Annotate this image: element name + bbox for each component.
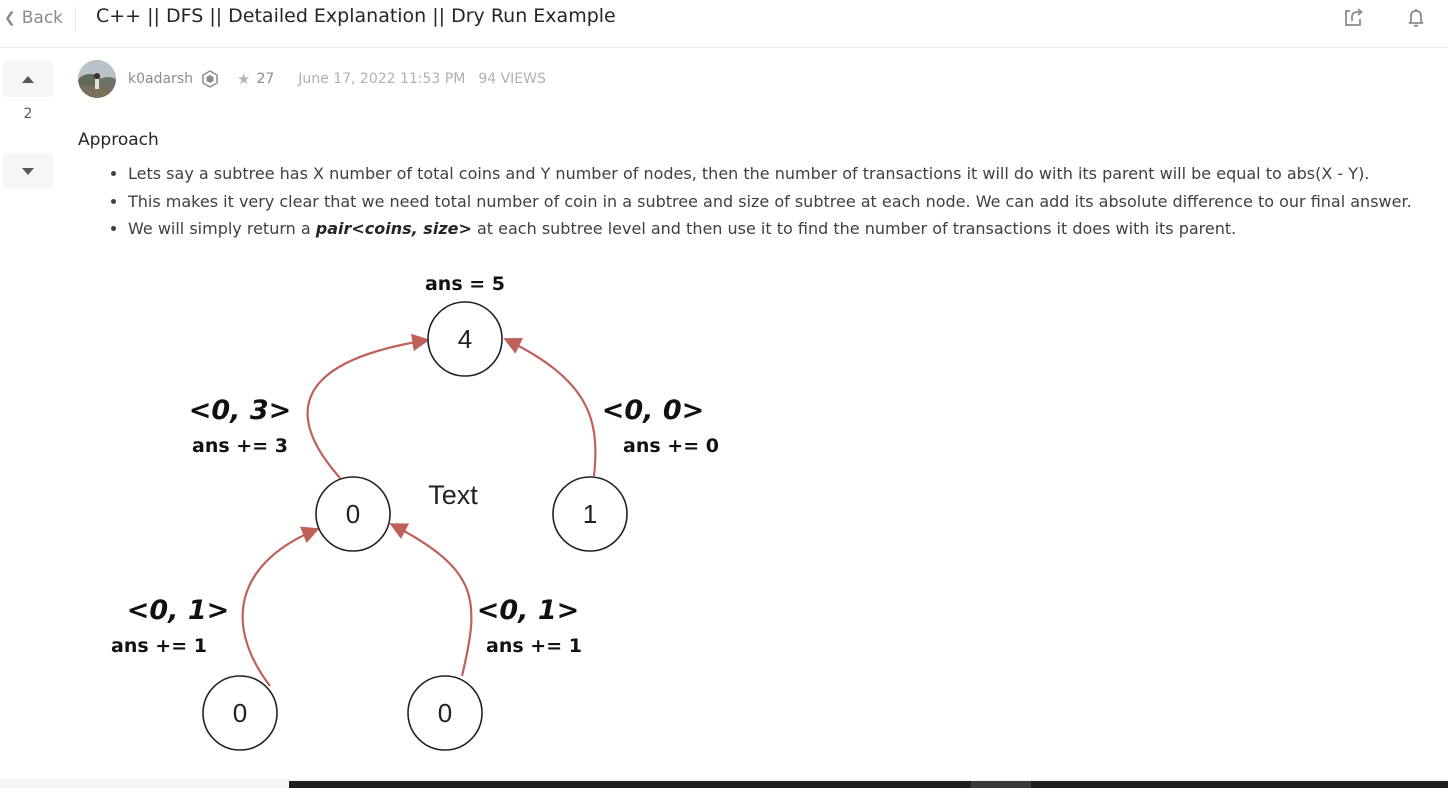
node-right: 1 [552,476,628,552]
edge-right-to-root [503,337,597,477]
right-pair-label: <0, 0> [602,395,704,426]
page-title: C++ || DFS || Detailed Explanation || Dr… [96,5,616,27]
username[interactable]: k0adarsh [128,71,193,87]
ll-pair-label: <0, 1> [127,595,229,626]
edge-left-to-root [306,333,430,479]
reputation: 27 [256,71,275,87]
taskbar-edge [289,781,1448,788]
right-ans-label: ans += 0 [623,435,719,457]
edge-ll-to-left [241,526,320,687]
avatar[interactable] [78,60,116,98]
node-root-value: 4 [458,324,472,354]
lr-ans-label: ans += 1 [486,635,582,657]
post-date: June 17, 2022 11:53 PM [298,71,466,87]
vote-count: 2 [23,106,33,122]
star-icon: ★ [236,70,251,88]
node-lr-value: 0 [438,698,452,728]
edge-lr-to-left [389,523,473,677]
vote-panel: 2 [3,61,53,189]
node-right-value: 1 [583,499,597,529]
pair-code: pair<coins, size> [315,219,472,238]
list-item: We will simply return a pair<coins, size… [128,215,1418,243]
post-meta: k0adarsh ★ 27 June 17, 2022 11:53 PM 94 … [78,60,546,98]
post-content: Approach Lets say a subtree has X number… [78,130,1418,243]
node-left-right: 0 [407,675,483,751]
node-left-left: 0 [202,675,278,751]
share-icon[interactable] [1342,6,1364,28]
stray-text-label: Text [428,480,478,510]
left-pair-label: <0, 3> [189,395,291,426]
node-root: 4 [427,301,503,377]
lr-pair-label: <0, 1> [477,595,579,626]
upvote-button[interactable] [3,61,53,97]
back-label: Back [21,8,64,28]
tree-diagram: 4 0 1 0 0 ans = 5 Text <0, 3> ans += 3 <… [111,273,719,751]
taskbar-segment [971,781,1031,788]
ll-ans-label: ans += 1 [111,635,207,657]
bell-icon[interactable] [1405,6,1427,28]
left-ans-label: ans += 3 [192,435,288,457]
root-ans-label: ans = 5 [425,273,505,295]
list-item: This makes it very clear that we need to… [128,188,1418,216]
divider [75,6,76,32]
content-heading: Approach [78,130,159,150]
top-bar: ❮ Back C++ || DFS || Detailed Explanatio… [0,0,1448,48]
node-left: 0 [315,476,391,552]
view-count: 94 VIEWS [478,71,546,87]
chevron-left-icon: ❮ [4,10,16,26]
bullet-list: Lets say a subtree has X number of total… [78,160,1418,243]
node-ll-value: 0 [233,698,247,728]
upvote-icon [22,75,34,83]
back-button[interactable]: ❮ Back [4,6,63,30]
list-item: Lets say a subtree has X number of total… [128,160,1418,188]
downvote-icon [22,167,34,175]
downvote-button[interactable] [3,153,53,189]
node-left-value: 0 [346,499,360,529]
badge-icon [202,70,218,88]
